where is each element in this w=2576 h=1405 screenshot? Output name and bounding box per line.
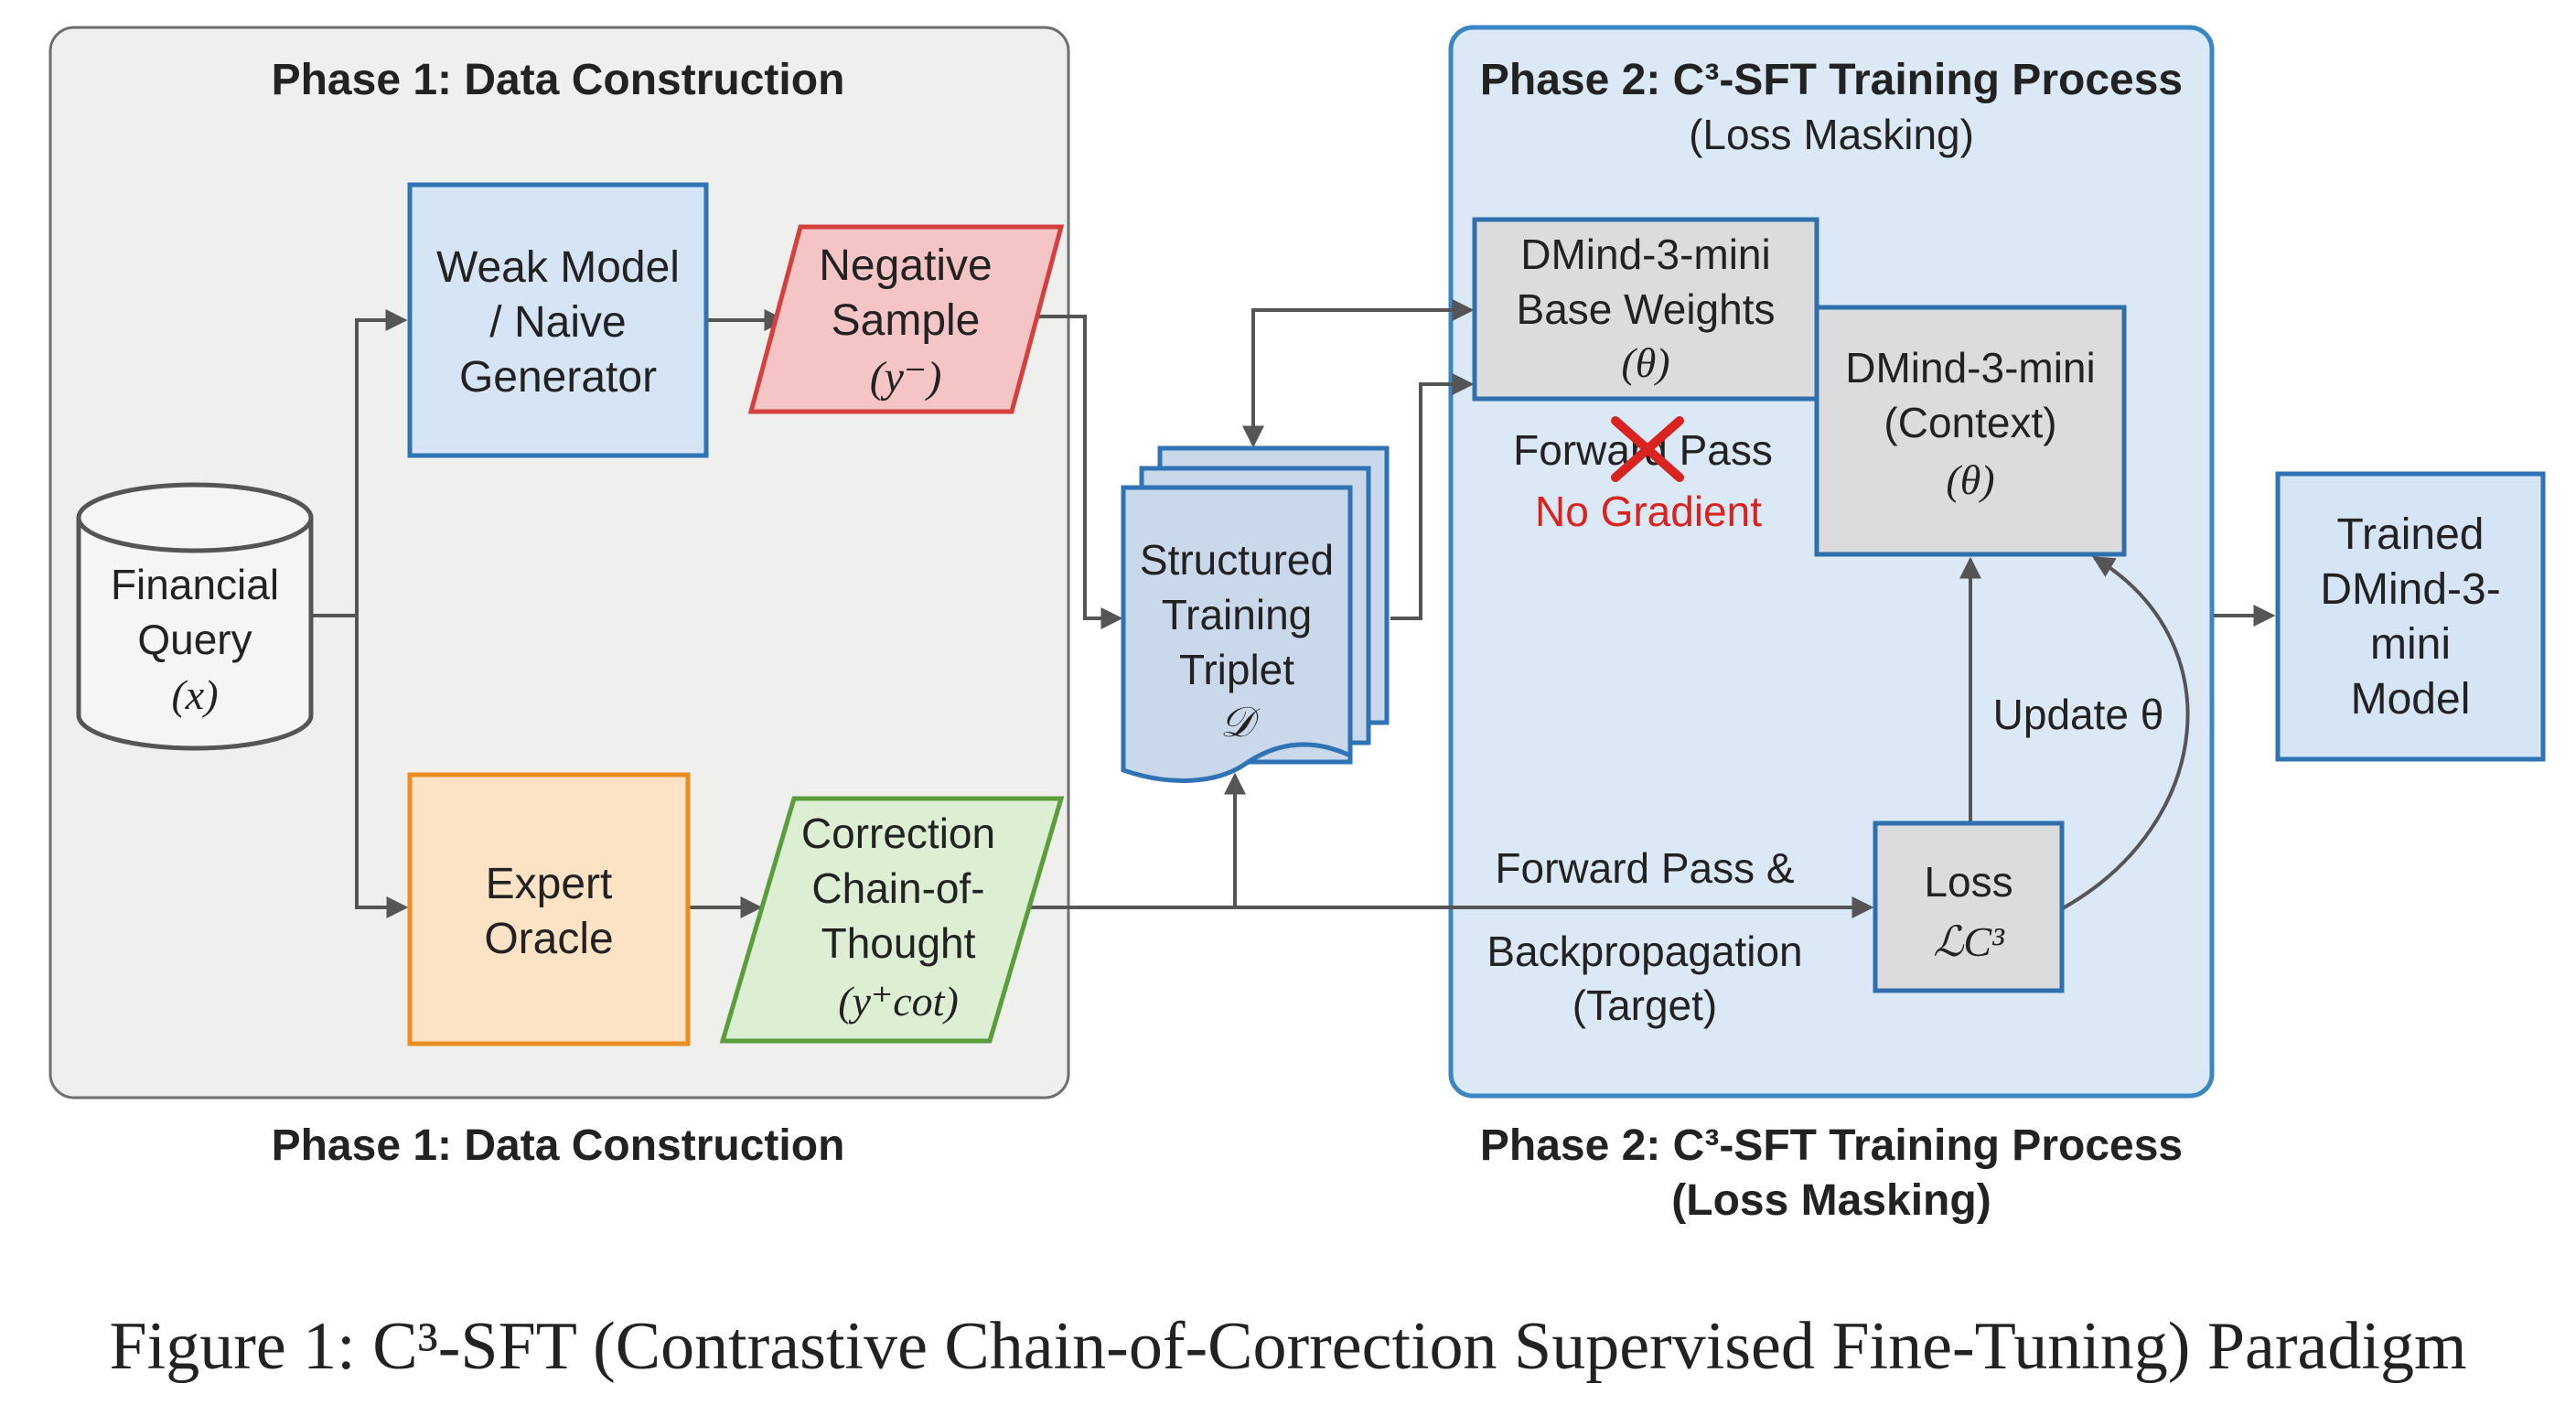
trained-line3: mini [2370, 620, 2451, 669]
phase2-caption-line2: (Loss Masking) [1671, 1176, 1991, 1225]
expert-oracle-line2: Oracle [484, 915, 613, 963]
correction-cot-node: Correction Chain-of- Thought (y⁺cot) [719, 796, 1065, 1044]
negative-sample-node: Negative Sample (y⁻) [747, 224, 1065, 414]
context-line3: (θ) [1946, 456, 1994, 503]
arrow-negative-to-triplet [1023, 315, 1123, 629]
trained-line1: Trained [2337, 510, 2485, 559]
context-line1: DMind-3-mini [1845, 344, 2095, 391]
base-weights-node: DMind-3-mini Base Weights (θ) [1472, 217, 1819, 402]
financial-query-node: Financial Query (x) [76, 482, 314, 751]
loss-line2: ℒC³ [1933, 918, 2005, 965]
structured-triplet-node: Structured Training Triplet 𝒟 [1121, 445, 1390, 783]
expert-oracle-line1: Expert [486, 860, 613, 908]
correction-cot-line2: Chain-of- [811, 864, 984, 912]
trained-line4: Model [2351, 675, 2471, 724]
negative-sample-line2: Sample [832, 296, 981, 345]
financial-query-line3: (x) [171, 671, 218, 718]
triplet-line2: Training [1162, 591, 1312, 638]
base-weights-line3: (θ) [1621, 339, 1669, 386]
negative-sample-line1: Negative [819, 241, 992, 290]
connectors [311, 299, 2276, 918]
cross-icon [1611, 416, 1684, 482]
base-weights-line1: DMind-3-mini [1520, 231, 1770, 278]
triplet-line3: Triplet [1179, 646, 1294, 693]
fwd-bp-label-line1: Forward Pass & [1495, 844, 1794, 892]
loss-line1: Loss [1924, 858, 2012, 906]
no-gradient-label: No Gradient [1535, 488, 1762, 535]
phase1-caption: Phase 1: Data Construction [272, 1121, 845, 1170]
weak-model-line3: Generator [459, 353, 657, 402]
trained-model-node: Trained DMind-3- mini Model [2275, 471, 2546, 762]
phase2-title: Phase 2: C³-SFT Training Process [1480, 56, 2183, 104]
context-line2: (Context) [1884, 399, 2056, 446]
arrow-triplet-to-context [1390, 373, 1475, 620]
arrow-update-arc [2062, 556, 2190, 910]
update-label: Update θ [1993, 691, 2164, 738]
base-weights-line2: Base Weights [1517, 285, 1776, 333]
financial-query-line2: Query [137, 616, 252, 663]
weak-model-line1: Weak Model [436, 243, 680, 292]
context-node: DMind-3-mini (Context) (θ) [1814, 305, 2127, 557]
phase1-title: Phase 1: Data Construction [272, 56, 845, 104]
expert-oracle-node: Expert Oracle [407, 772, 691, 1046]
financial-query-line1: Financial [111, 561, 279, 608]
figure-caption: Figure 1: C³-SFT (Contrastive Chain-of-C… [109, 1309, 2466, 1384]
weak-model-node: Weak Model / Naive Generator [407, 182, 709, 458]
arrow-query-to-expert [355, 616, 409, 918]
fwd-bp-label-line3: (Target) [1572, 981, 1717, 1029]
arrow-triplet-to-base [1251, 299, 1475, 321]
correction-cot-line4: (y⁺cot) [838, 978, 959, 1024]
loss-node: Loss ℒC³ [1873, 820, 2065, 993]
phase2-caption-line1: Phase 2: C³-SFT Training Process [1480, 1121, 2183, 1170]
arrow-query-to-weak [355, 309, 408, 616]
correction-cot-line3: Thought [821, 919, 976, 967]
correction-cot-line1: Correction [801, 810, 995, 857]
triplet-line1: Structured [1140, 536, 1334, 584]
trained-line2: DMind-3- [2320, 565, 2500, 614]
fwd-bp-label-line2: Backpropagation [1487, 928, 1802, 975]
negative-sample-line3: (y⁻) [870, 353, 942, 402]
weak-model-line2: / Naive [489, 298, 626, 347]
phase2-subtitle: (Loss Masking) [1689, 111, 1974, 158]
